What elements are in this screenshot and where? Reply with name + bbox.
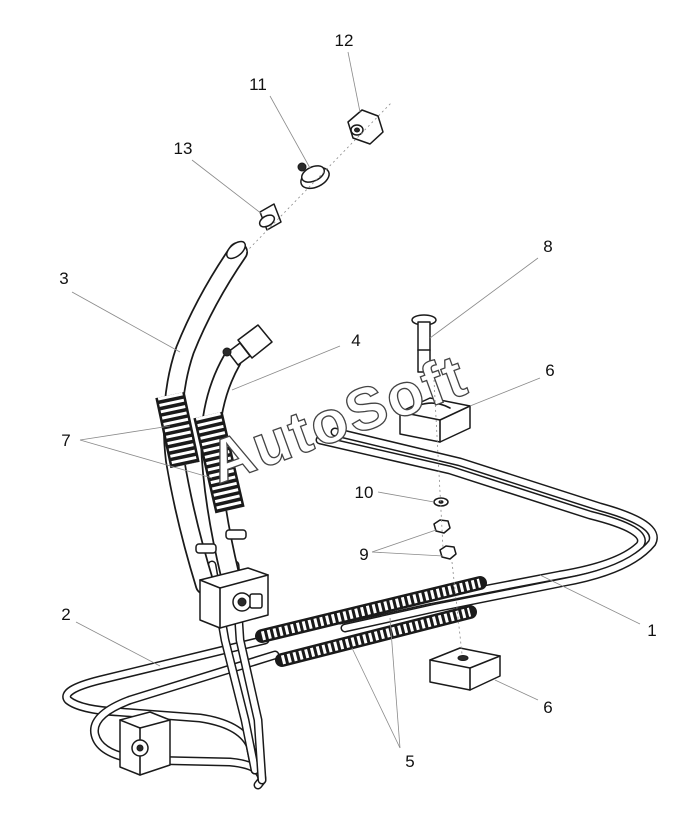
callout-2: 2	[61, 605, 70, 624]
clamp-block-6-upper	[399, 397, 471, 443]
insert-13	[258, 203, 282, 231]
clamp-11	[297, 162, 330, 190]
callout-10: 10	[355, 483, 374, 502]
lower-bracket	[119, 711, 171, 776]
nut-12	[347, 109, 384, 145]
junction-block	[199, 567, 269, 629]
callout-8: 8	[543, 237, 552, 256]
callout-7: 7	[61, 431, 70, 450]
nut-9-lower	[439, 545, 457, 560]
tube-1	[315, 427, 658, 633]
callout-13: 13	[174, 139, 193, 158]
callout-4: 4	[351, 331, 360, 350]
callout-9: 9	[359, 545, 368, 564]
callout-labels: 1 2 3 4 5 6 6 7 8 9 10 11 12 13	[59, 31, 656, 771]
callout-1: 1	[647, 621, 656, 640]
leader-lines	[71, 51, 641, 749]
hose-clamps	[195, 529, 247, 554]
callout-5: 5	[405, 752, 414, 771]
watermark-text: AutoSoft	[200, 341, 476, 496]
callout-11: 11	[249, 75, 267, 94]
washer-10	[433, 497, 449, 507]
callout-12: 12	[335, 31, 354, 50]
callout-6-lower: 6	[543, 698, 552, 717]
spring-7	[155, 391, 245, 514]
callout-6-upper: 6	[545, 361, 554, 380]
bolt-8	[411, 314, 437, 373]
callout-3: 3	[59, 269, 68, 288]
spring-5	[255, 576, 487, 667]
hose-4-nut	[222, 324, 273, 366]
clamp-block-6-lower	[429, 647, 501, 691]
